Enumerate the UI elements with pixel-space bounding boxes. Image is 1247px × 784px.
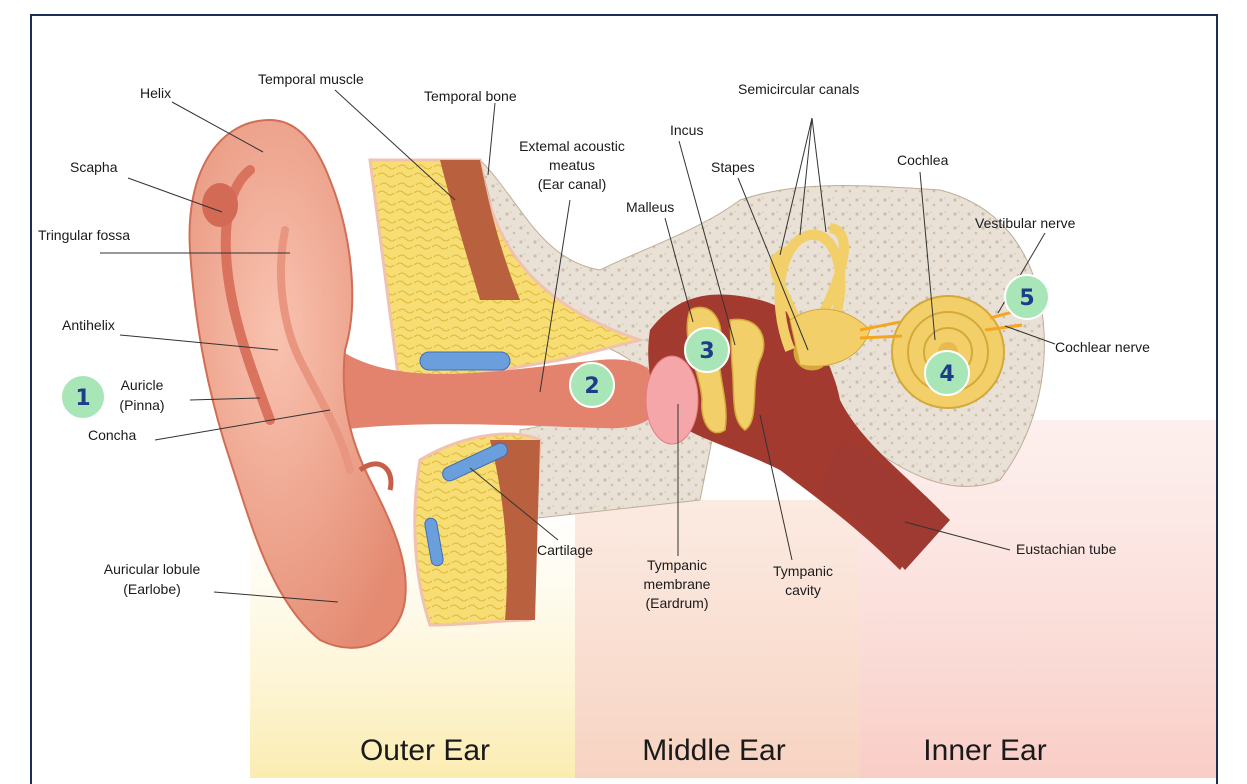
badge-4: 4 <box>925 351 969 395</box>
label-external-acoustic-line3: (Ear canal) <box>538 176 606 192</box>
label-semicircular-canals: Semicircular canals <box>738 81 859 97</box>
badge-1: 1 <box>61 375 105 419</box>
label-tympanic-membrane-line1: Tympanic <box>647 557 707 573</box>
label-tympanic-cavity-line1: Tympanic <box>773 563 833 579</box>
label-external-acoustic-line1: Extemal acoustic <box>519 138 625 154</box>
label-triangular-fossa: Tringular fossa <box>38 227 130 243</box>
label-temporal-muscle: Temporal muscle <box>258 71 364 87</box>
label-incus: Incus <box>670 122 703 138</box>
label-concha: Concha <box>88 427 136 443</box>
badge-4-number: 4 <box>939 362 954 387</box>
scapha-hollow <box>202 183 238 227</box>
label-antihelix: Antihelix <box>62 317 115 333</box>
badge-1-number: 1 <box>75 386 90 411</box>
label-temporal-bone: Temporal bone <box>424 88 517 104</box>
label-external-acoustic-line2: meatus <box>549 157 595 173</box>
label-tympanic-membrane-line2: membrane <box>644 576 711 592</box>
section-middle-ear: Middle Ear <box>642 734 785 767</box>
section-outer-ear: Outer Ear <box>360 734 490 767</box>
label-eustachian-tube: Eustachian tube <box>1016 541 1117 557</box>
section-titles: Outer Ear Middle Ear Inner Ear <box>360 734 1047 767</box>
label-tympanic-membrane-line3: (Eardrum) <box>645 595 708 611</box>
label-auricle-line1: Auricle <box>121 377 164 393</box>
label-vestibular-nerve: Vestibular nerve <box>975 215 1076 231</box>
label-auricular-lobule-line2: (Earlobe) <box>123 581 181 597</box>
label-cochlea: Cochlea <box>897 152 949 168</box>
tympanic-membrane-shape <box>646 356 698 444</box>
label-auricle-line2: (Pinna) <box>119 397 164 413</box>
badge-2: 2 <box>570 363 614 407</box>
label-auricular-lobule-line1: Auricular lobule <box>104 561 201 577</box>
badge-3-number: 3 <box>699 339 714 364</box>
label-cochlear-nerve: Cochlear nerve <box>1055 339 1150 355</box>
label-scapha: Scapha <box>70 159 118 175</box>
label-tympanic-cavity-line2: cavity <box>785 582 821 598</box>
badge-2-number: 2 <box>584 374 599 399</box>
label-malleus: Malleus <box>626 199 674 215</box>
label-cartilage: Cartilage <box>537 542 593 558</box>
badge-3: 3 <box>685 328 729 372</box>
label-helix: Helix <box>140 85 171 101</box>
label-stapes: Stapes <box>711 159 755 175</box>
badge-5: 5 <box>1005 275 1049 319</box>
cartilage-piece-upper <box>420 352 510 370</box>
badge-5-number: 5 <box>1019 286 1034 311</box>
section-inner-ear: Inner Ear <box>923 734 1046 767</box>
